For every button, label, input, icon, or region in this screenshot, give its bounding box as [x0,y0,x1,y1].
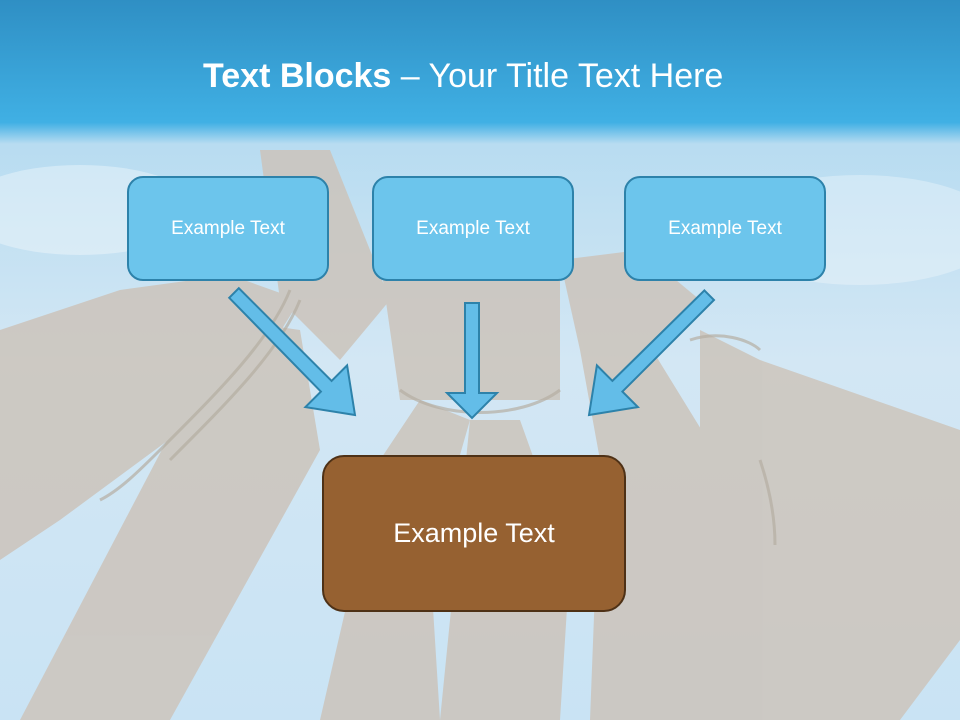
text-block-1[interactable]: Example Text [127,176,329,281]
arrow-down-right-icon [227,286,357,417]
text-block-3[interactable]: Example Text [624,176,826,281]
arrow-down-left-icon [587,288,716,417]
text-block-1-label: Example Text [171,217,285,239]
text-block-2[interactable]: Example Text [372,176,574,281]
title-bold-part: Text Blocks [203,57,392,95]
text-block-2-label: Example Text [416,217,530,239]
title-regular-part: – Your Title Text Here [391,57,724,95]
text-block-3-label: Example Text [668,217,782,239]
center-text-block-label: Example Text [393,518,555,548]
center-text-block[interactable]: Example Text [322,455,626,612]
slide-title: Text Blocks – Your Title Text Here [203,52,723,100]
arrow-down-icon [444,302,500,420]
